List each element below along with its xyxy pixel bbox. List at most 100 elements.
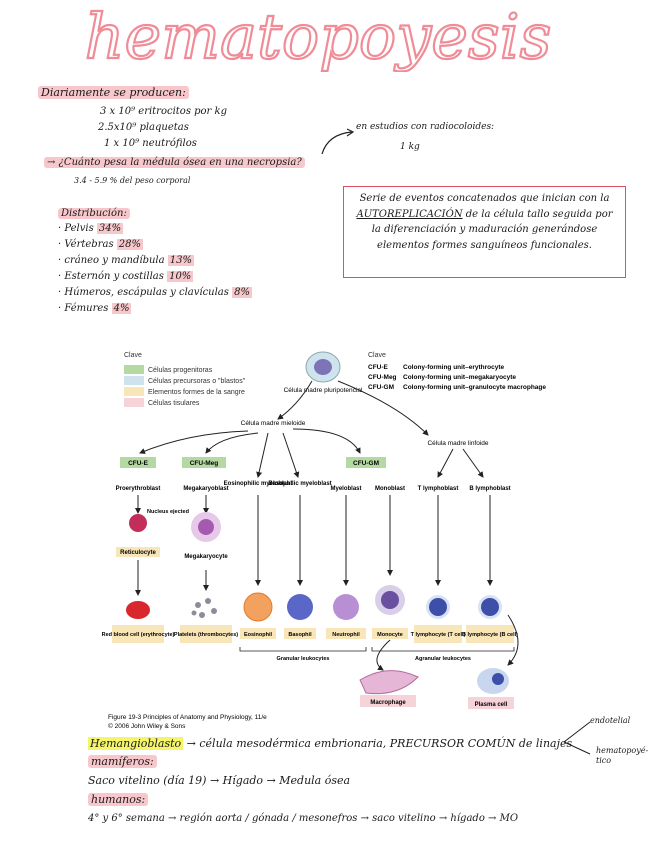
- t-lymphocyte-nucleus: [429, 598, 447, 616]
- humans-heading: humanos:: [88, 793, 149, 806]
- distribution-item: · Pelvis 34%: [58, 223, 124, 234]
- distribution-label: Esternón y costillas: [64, 271, 164, 282]
- necropsy-question: → ¿Cuánto pesa la médula ósea en una nec…: [44, 157, 305, 168]
- reticulocyte-label: Reticulocyte: [120, 550, 156, 556]
- red-blood-cell-icon: [126, 601, 150, 619]
- radiocolloid-note: en estudios con radiocoloides:: [356, 122, 495, 132]
- blast-label: Monoblast: [375, 486, 405, 492]
- macrophage-box: [360, 695, 416, 707]
- legend-title: Clave: [124, 352, 142, 359]
- daily-heading-text: Diariamente se producen:: [38, 86, 189, 99]
- cell-label-box: [284, 628, 316, 639]
- necropsy-answer: 3.4 - 5.9 % del peso corporal: [74, 176, 191, 185]
- distribution-label: Pelvis: [64, 223, 94, 234]
- b-lymphocyte-nucleus: [481, 598, 499, 616]
- page-title: hematopoyesis: [83, 0, 552, 72]
- cell-label-box: [326, 628, 366, 639]
- key-desc: Colony-forming unit–erythrocyte: [403, 364, 505, 371]
- basophil-icon: [287, 594, 313, 620]
- cell-label: B lymphocyte (B cell): [462, 632, 518, 638]
- myeloid-label: Célula madre mieloide: [241, 420, 306, 427]
- cell-label: Monocyte: [377, 632, 403, 638]
- cfu-label: CFU-Meg: [190, 460, 219, 467]
- blast-label: T lymphoblast: [418, 486, 459, 492]
- cell-label: Eosinophil: [244, 632, 273, 638]
- distribution-value: 8%: [232, 287, 252, 298]
- plasma-cell-box: [468, 697, 514, 709]
- legend-label: Células progenitoras: [148, 367, 213, 374]
- distribution-item: · Vértebras 28%: [58, 239, 143, 250]
- legend-label: Células precursoras o "blastos": [148, 378, 246, 385]
- distribution-item: · Húmeros, escápulas y clavículas 8%: [58, 287, 252, 298]
- plasma-cell-label: Plasma cell: [475, 702, 508, 708]
- granular-label: Granular leukocytes: [277, 656, 330, 662]
- distribution-value: 13%: [167, 255, 194, 266]
- nucleus-ejected-label: Nucleus ejected: [147, 509, 189, 515]
- blast-label: Eosinophilic myeloblast: [224, 481, 293, 487]
- definition-underlined: AUTOREPLICACIÓN: [356, 208, 463, 220]
- daily-list: 3 x 10⁹ eritrocitos por kg 2.5x10⁹ plaqu…: [98, 104, 227, 152]
- key-code: CFU-GM: [368, 384, 394, 391]
- cfu-box: [120, 457, 156, 468]
- distribution-value: 28%: [116, 239, 143, 250]
- definition-text-pre: Serie de eventos concatenados que inicia…: [359, 193, 610, 204]
- distribution-item: · cráneo y mandíbula 13%: [58, 255, 194, 266]
- distribution: Distribución: · Pelvis 34% · Vértebras 2…: [58, 208, 252, 317]
- cfu-box: [182, 457, 226, 468]
- bottom-notes: Hemangioblasto → célula mesodérmica embr…: [88, 735, 588, 829]
- distribution-label: cráneo y mandíbula: [64, 255, 165, 266]
- distribution-value: 4%: [111, 303, 132, 314]
- distribution-heading: Distribución:: [58, 208, 130, 219]
- monocyte-nucleus: [381, 591, 399, 609]
- cell-label: Red blood cell (erythrocyte): [102, 632, 175, 638]
- legend-swatch: [124, 376, 144, 385]
- distribution-label: Húmeros, escápulas y clavículas: [64, 287, 229, 298]
- key-desc: Colony-forming unit–megakaryocyte: [403, 374, 516, 381]
- page-title-text: hematopoyesis: [85, 0, 552, 72]
- cell-label: Platelets (thrombocytes): [174, 632, 238, 638]
- distribution-label: Vértebras: [64, 239, 114, 250]
- distribution-value: 34%: [96, 223, 124, 234]
- daily-item: 1 x 10⁹ neutrófilos: [104, 138, 197, 149]
- legend-label: Elementos formes de la sangre: [148, 389, 245, 396]
- cfu-label: CFU-E: [128, 460, 149, 467]
- cell-label-box: [240, 628, 276, 639]
- platelets-icon: [191, 598, 217, 618]
- agranular-label: Agranular leukocytes: [415, 656, 471, 662]
- stem-cell-label: Célula madre pluripotencial: [284, 387, 363, 394]
- blast-label: Basophilic myeloblast: [268, 481, 331, 487]
- eosinophil-icon: [243, 592, 273, 622]
- hemangioblast-term: Hemangioblasto: [88, 737, 184, 750]
- blast-label: Megakaryoblast: [183, 486, 228, 492]
- cell-label-box: [372, 628, 408, 639]
- lymphoid-label: Célula madre linfoide: [427, 440, 488, 447]
- distribution-item: · Esternón y costillas 10%: [58, 271, 194, 282]
- cell-label-box: [180, 625, 232, 643]
- proerythroblast-cell: [129, 514, 147, 532]
- humans-line: 4° y 6° semana → región aorta / gónada /…: [88, 813, 519, 824]
- distribution-value: 10%: [167, 271, 194, 282]
- cell-label: Neutrophil: [332, 632, 360, 638]
- macrophage-label: Macrophage: [370, 700, 406, 706]
- hematopoiesis-figure: Clave Células progenitoras Células precu…: [102, 351, 546, 730]
- definition-box: Serie de eventos concatenados que inicia…: [343, 186, 626, 278]
- daily-heading: Diariamente se producen:: [38, 86, 189, 99]
- blast-label: B lymphoblast: [469, 486, 510, 492]
- mammals-line: Saco vitelino (día 19) → Hígado → Medula…: [88, 774, 351, 787]
- legend-swatch: [124, 398, 144, 407]
- distribution-label: Fémures: [64, 303, 109, 314]
- necropsy-question-text: → ¿Cuánto pesa la médula ósea en una nec…: [44, 157, 305, 168]
- agranular-bracket: [371, 647, 515, 652]
- legend-swatch: [124, 387, 144, 396]
- cell-label: Basophil: [288, 632, 312, 638]
- key-code: CFU-E: [368, 364, 389, 371]
- granular-bracket: [239, 647, 367, 652]
- key-title: Clave: [368, 352, 386, 359]
- definition-text-post: de la célula tallo seguida por la difere…: [371, 208, 613, 251]
- stem-cell-nucleus: [314, 359, 332, 375]
- arrow-icon: [321, 128, 355, 155]
- blast-label: Myeloblast: [330, 486, 361, 492]
- megakaryoblast-nucleus: [198, 519, 214, 535]
- plasma-cell-nucleus: [492, 673, 504, 685]
- cell-label-box: [466, 625, 514, 643]
